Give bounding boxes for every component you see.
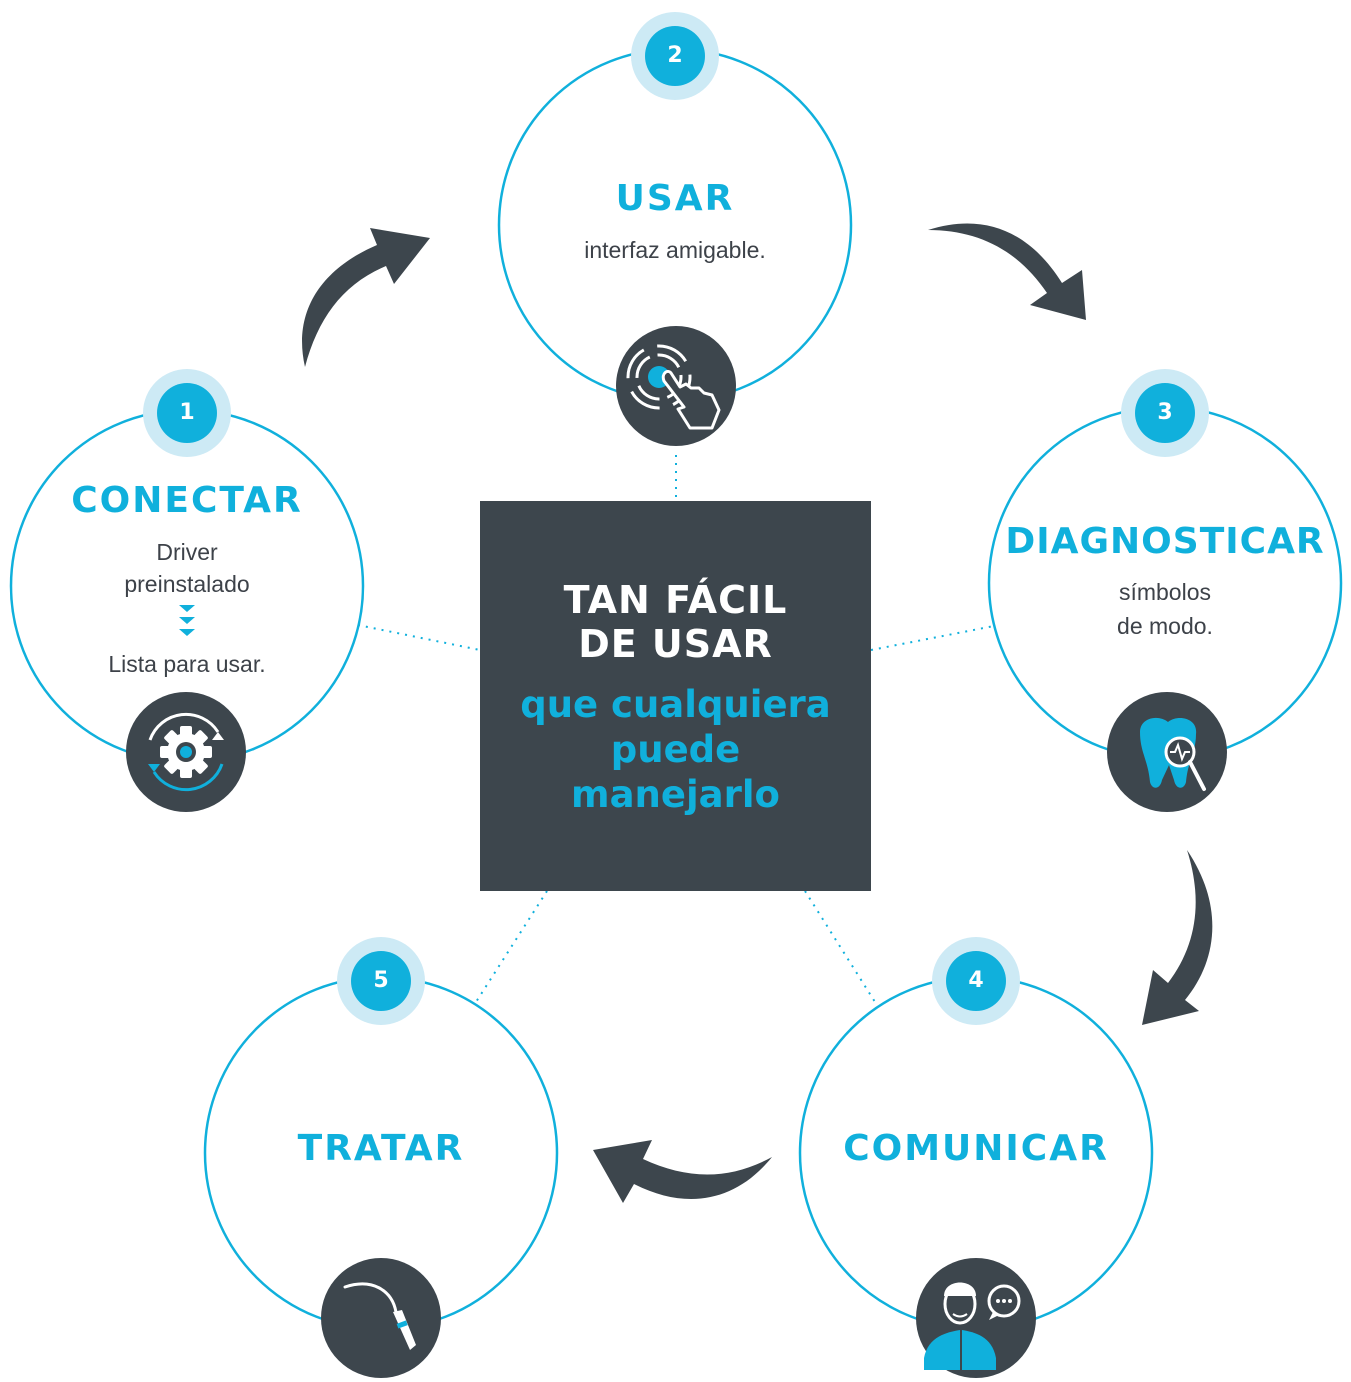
arrow-usar-to-diagnosticar <box>928 223 1086 320</box>
scaler-tip-icon <box>321 1258 441 1378</box>
badge-2 <box>645 26 705 86</box>
step-number-1: 1 <box>179 400 195 425</box>
patient-chat-icon <box>916 1258 1036 1378</box>
step-title-conectar: CONECTAR <box>71 480 303 521</box>
tooth-diagnosis-icon <box>1107 692 1227 812</box>
badge-1 <box>157 383 217 443</box>
center-panel <box>480 501 871 891</box>
badge-3 <box>1135 383 1195 443</box>
step-desc-diagnosticar-line2: de modo. <box>1117 613 1213 639</box>
step-desc-conectar-line1: Driver <box>156 539 218 565</box>
badge-4 <box>946 951 1006 1011</box>
center-title-line1: TAN FÁCIL <box>563 578 788 622</box>
connector-diagnosticar <box>870 625 995 651</box>
step-desc-usar: interfaz amigable. <box>584 237 766 263</box>
step-desc-conectar-line3: Lista para usar. <box>108 651 266 677</box>
step-number-2: 2 <box>667 43 683 68</box>
step-desc-conectar-line2: preinstalado <box>124 571 250 597</box>
badge-5 <box>351 951 411 1011</box>
arrow-conectar-to-usar <box>302 228 430 367</box>
down-chevrons-icon <box>179 605 195 636</box>
arrow-diagnosticar-to-comunicar <box>1142 850 1213 1025</box>
step-desc-diagnosticar-line1: símbolos <box>1118 579 1212 605</box>
center-title-line2: DE USAR <box>578 622 773 666</box>
step-number-4: 4 <box>968 968 984 993</box>
badges <box>143 12 1209 1025</box>
arrow-comunicar-to-tratar <box>593 1140 772 1203</box>
center-subtitle-line1: que cualquiera <box>520 683 831 726</box>
flow-arrows <box>302 223 1213 1203</box>
step-title-diagnosticar: DIAGNOSTICAR <box>1005 521 1325 562</box>
center-subtitle-line3: manejarlo <box>571 773 780 816</box>
step-number-5: 5 <box>373 968 389 993</box>
connector-lines <box>357 455 995 1003</box>
step-number-3: 3 <box>1157 400 1173 425</box>
touch-tap-icon <box>616 326 736 446</box>
connector-conectar <box>357 624 481 651</box>
connector-comunicar <box>804 890 876 1003</box>
step-title-usar: USAR <box>615 178 735 219</box>
gear-sync-icon <box>126 692 246 812</box>
step-title-comunicar: COMUNICAR <box>843 1128 1109 1169</box>
center-subtitle-line2: puede <box>610 728 741 771</box>
connector-tratar <box>475 890 548 1003</box>
step-title-tratar: TRATAR <box>297 1128 465 1169</box>
